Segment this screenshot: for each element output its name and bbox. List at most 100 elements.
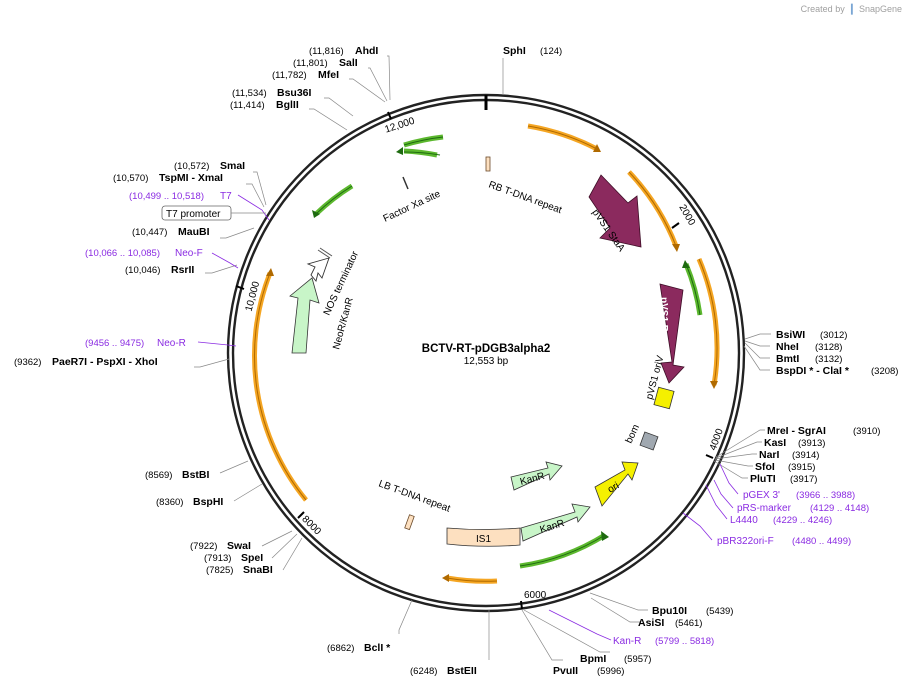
site-bcli: BclI * (364, 642, 391, 654)
site-maubi-pos: (10,447) (132, 227, 167, 238)
site-bsu36i: Bsu36I (277, 87, 312, 99)
rb-label: RB T-DNA repeat (487, 179, 563, 216)
site-nhei: NheI (776, 341, 799, 353)
site-pvuii: PvuII (553, 665, 578, 677)
kanr-outer-arrow (520, 503, 591, 542)
site-mrei: MreI - SgrAI (767, 425, 826, 437)
primer-neo-f: Neo-F (175, 248, 203, 259)
site-paer7i: PaeR7I - PspXI - XhoI (52, 356, 158, 368)
site-bpu10i-pos: (5439) (706, 606, 733, 617)
site-paer7i-pos: (9362) (14, 357, 41, 368)
factorxa-label: Factor Xa site (382, 188, 443, 224)
site-swai-pos: (7922) (190, 541, 217, 552)
credit-prefix: Created by (800, 4, 845, 14)
site-pluti-pos: (3917) (790, 474, 817, 485)
primer-kan-r-pos: (5799 .. 5818) (655, 636, 714, 647)
site-leaders (194, 55, 771, 661)
site-sfoi-pos: (3915) (788, 462, 815, 473)
snapgene-credit: Created by ❙ SnapGene (801, 2, 902, 15)
site-mfei: MfeI (318, 69, 339, 81)
site-sali-pos: (11,801) (293, 58, 328, 69)
site-pluti: PluTI (750, 473, 776, 485)
primer-l4440-pos: (4229 .. 4246) (773, 515, 832, 526)
site-bglii-pos: (11,414) (230, 100, 265, 111)
site-bsteii: BstEII (447, 665, 477, 677)
site-smai: SmaI (220, 160, 245, 172)
green-arc-right (683, 263, 703, 316)
nos-arrow (306, 257, 330, 282)
primer-l4440: L4440 (730, 515, 758, 526)
site-snabi-pos: (7825) (206, 565, 233, 576)
repa-arrow (659, 283, 685, 384)
primer-prs: pRS-marker (737, 503, 792, 514)
rb-marker (485, 156, 491, 172)
primer-labels: T7 (10,499 .. 10,518) Neo-F (10,066 .. 1… (85, 191, 869, 647)
green-arc-bottom (519, 532, 607, 569)
site-mrei-pos: (3910) (853, 426, 880, 437)
site-kasi-pos: (3913) (798, 438, 825, 449)
site-snabi: SnaBI (243, 564, 273, 576)
ori-label: ori (606, 481, 621, 496)
primer-prs-pos: (4129 .. 4148) (810, 503, 869, 514)
site-bpmi: BpmI (580, 653, 606, 665)
site-bmti: BmtI (776, 353, 799, 365)
kanr-inner-label: KanR (519, 471, 546, 488)
lb-marker (404, 514, 415, 531)
is1-label: IS1 (476, 534, 491, 545)
site-bsphi-pos: (8360) (156, 497, 183, 508)
site-sphi-pos: (124) (540, 46, 562, 57)
site-bstbi: BstBI (182, 469, 210, 481)
site-bcli-pos: (6862) (327, 643, 354, 654)
site-ahdi: AhdI (355, 45, 378, 57)
site-bpu10i: Bpu10I (652, 605, 687, 617)
site-pvuii-pos: (5996) (597, 666, 624, 677)
site-mfei-pos: (11,782) (272, 70, 307, 81)
factorxa-marker (402, 176, 409, 190)
snapgene-logo-icon: ❙ (847, 3, 857, 15)
site-sfoi: SfoI (755, 461, 775, 473)
plasmid-name: BCTV-RT-pDGB3alpha2 (422, 343, 550, 355)
site-nari: NarI (759, 449, 780, 461)
site-sphi: SphI (503, 45, 526, 57)
site-asisi: AsiSI (638, 617, 664, 629)
site-bsphi: BspHI (193, 496, 223, 508)
site-bspdi-pos: (3208) (871, 366, 898, 377)
credit-brand: SnapGene (858, 4, 902, 14)
primer-pbr322-pos: (4480 .. 4499) (792, 536, 851, 547)
site-bsu36i-pos: (11,534) (232, 88, 267, 99)
site-bsiwi-pos: (3012) (820, 330, 847, 341)
stab-arrow (588, 174, 642, 248)
site-smai-pos: (10,572) (174, 161, 209, 172)
site-swai: SwaI (227, 540, 251, 552)
lb-label: LB T-DNA repeat (377, 478, 452, 514)
tick-label-6000: 6000 (524, 590, 547, 601)
primer-pgex: pGEX 3' (743, 490, 780, 501)
is1-box (446, 527, 521, 547)
site-maubi: MauBI (178, 226, 210, 238)
kanr-outer-label: KanR (539, 518, 566, 536)
repa-label: pVS1 RepA (658, 297, 669, 351)
site-bsiwi: BsiWI (776, 329, 805, 341)
site-asisi-pos: (5461) (675, 618, 702, 629)
orange-arc-3 (696, 258, 720, 386)
primer-pbr322: pBR322ori-F (717, 536, 774, 547)
bom-label: bom (624, 423, 642, 445)
site-rsrii: RsrII (171, 264, 194, 276)
ori-arrow (594, 461, 639, 507)
site-bmti-pos: (3132) (815, 354, 842, 365)
primer-leaders (197, 194, 739, 641)
site-tspmi-pos: (10,570) (113, 173, 148, 184)
primer-t7: T7 (220, 191, 232, 202)
primer-neo-r-pos: (9456 .. 9475) (85, 338, 144, 349)
site-kasi: KasI (764, 437, 786, 449)
oriv-box (653, 386, 675, 410)
primer-neo-r: Neo-R (157, 338, 186, 349)
bom-box (639, 431, 659, 451)
site-nhei-pos: (3128) (815, 342, 842, 353)
site-spei: SpeI (241, 552, 263, 564)
site-bspdi: BspDI * - ClaI * (776, 365, 850, 377)
site-sali: SalI (339, 57, 358, 69)
site-tspmi: TspMI - XmaI (159, 172, 223, 184)
site-bpmi-pos: (5957) (624, 654, 651, 665)
tick-marks (235, 111, 714, 610)
